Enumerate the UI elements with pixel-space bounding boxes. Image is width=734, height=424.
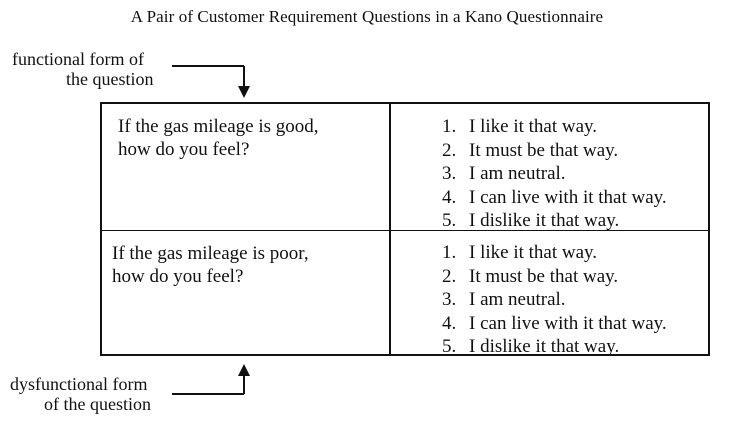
answer-number: 2. bbox=[442, 265, 457, 287]
list-item: 2. It must be that way. bbox=[442, 139, 667, 163]
dysfunctional-form-label: dysfunctional form of the question bbox=[10, 374, 151, 414]
functional-answer-list: 1. I like it that way. 2. It must be that … bbox=[442, 115, 667, 233]
question-table: If the gas mileage is good, how do you f… bbox=[100, 102, 710, 359]
row-divider bbox=[102, 230, 708, 231]
list-item: 5. I dislike it that way. bbox=[442, 209, 667, 233]
answer-text: I am neutral. bbox=[469, 163, 566, 184]
answer-number: 5. bbox=[442, 336, 457, 357]
functional-question: If the gas mileage is good, how do you f… bbox=[118, 115, 319, 161]
answer-number: 2. bbox=[442, 139, 457, 161]
answer-number: 1. bbox=[442, 116, 457, 137]
column-divider bbox=[389, 104, 391, 354]
list-item: 2. It must be that way. bbox=[442, 265, 667, 289]
functional-connector-arrow bbox=[172, 65, 250, 98]
functional-label-line1: functional form of bbox=[12, 49, 144, 69]
answer-number: 5. bbox=[442, 210, 457, 231]
dysfunctional-question-line2: how do you feel? bbox=[112, 266, 244, 287]
answer-number: 4. bbox=[442, 312, 457, 334]
list-item: 1. I like it that way. bbox=[442, 241, 667, 265]
list-item: 5. I dislike it that way. bbox=[442, 335, 667, 359]
list-item: 4. I can live with it that way. bbox=[442, 312, 667, 336]
list-item: 4. I can live with it that way. bbox=[442, 186, 667, 210]
diagram-title: A Pair of Customer Requirement Questions… bbox=[130, 7, 604, 26]
answer-text: I like it that way. bbox=[469, 116, 598, 137]
functional-form-label: functional form of the question bbox=[12, 49, 154, 89]
answer-text: I can live with it that way. bbox=[469, 312, 667, 334]
dysfunctional-label-line2: of the question bbox=[44, 394, 151, 414]
answer-text: I dislike it that way. bbox=[469, 336, 620, 357]
answer-text: I dislike it that way. bbox=[469, 210, 620, 231]
list-item: 3. I am neutral. bbox=[442, 288, 667, 312]
dysfunctional-label-line1: dysfunctional form bbox=[10, 374, 148, 394]
list-item: 1. I like it that way. bbox=[442, 115, 667, 139]
answer-number: 1. bbox=[442, 242, 457, 263]
answer-text: It must be that way. bbox=[469, 139, 619, 161]
functional-question-line2: how do you feel? bbox=[118, 139, 250, 160]
answer-number: 4. bbox=[442, 186, 457, 208]
dysfunctional-question: If the gas mileage is poor, how do you f… bbox=[112, 242, 309, 288]
dysfunctional-answer-list: 1. I like it that way. 2. It must be that … bbox=[442, 241, 667, 359]
answer-text: I am neutral. bbox=[469, 289, 566, 310]
answer-text: I like it that way. bbox=[469, 242, 598, 263]
dysfunctional-question-line1: If the gas mileage is poor, bbox=[112, 243, 309, 264]
functional-label-line2: the question bbox=[66, 69, 154, 89]
functional-question-line1: If the gas mileage is good, bbox=[118, 116, 319, 137]
answer-text: It must be that way. bbox=[469, 265, 619, 287]
answer-number: 3. bbox=[442, 163, 457, 184]
answer-number: 3. bbox=[442, 289, 457, 310]
list-item: 3. I am neutral. bbox=[442, 162, 667, 186]
answer-text: I can live with it that way. bbox=[469, 186, 667, 208]
dysfunctional-connector-arrow bbox=[172, 364, 250, 395]
